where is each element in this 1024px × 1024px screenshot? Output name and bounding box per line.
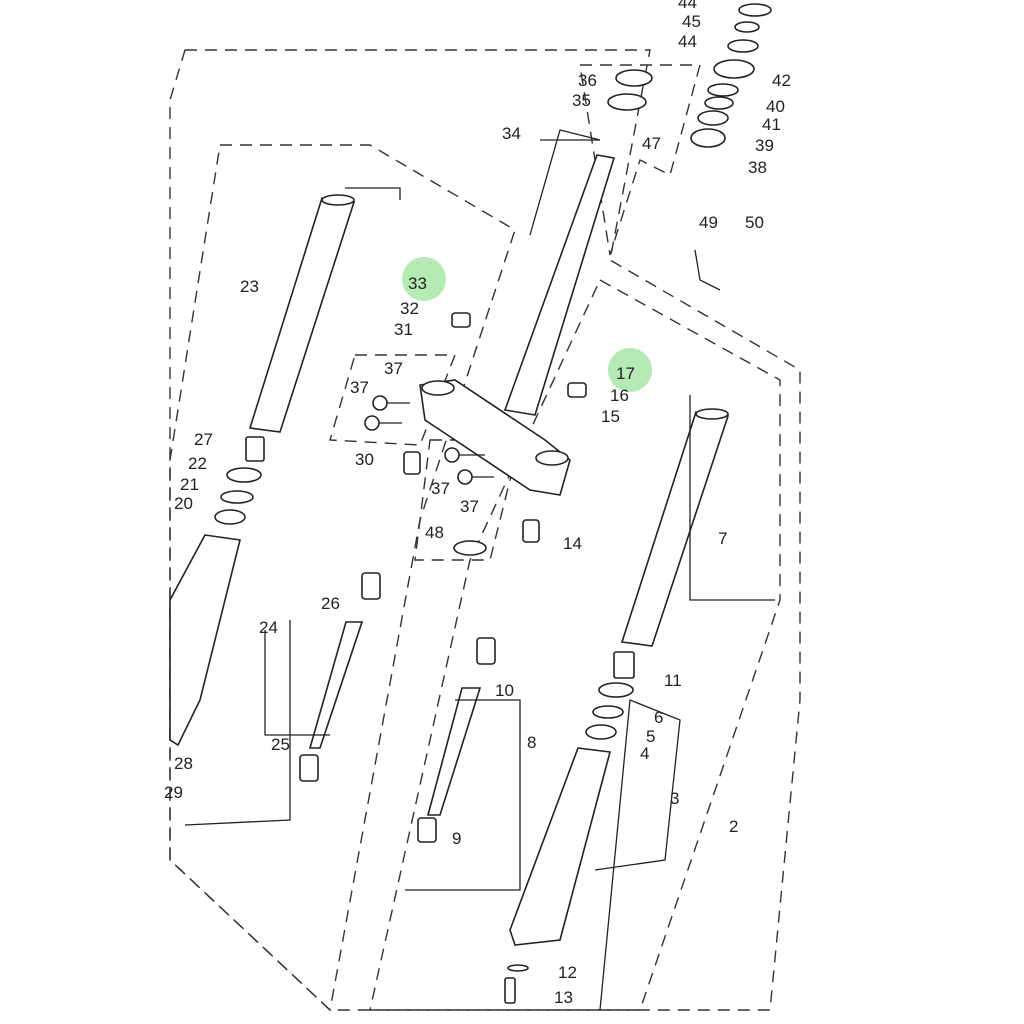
part-label-44: 44 (678, 32, 697, 51)
part-label-50: 50 (745, 213, 764, 232)
part-label-8: 8 (527, 733, 536, 752)
part-label-13: 13 (554, 988, 573, 1007)
bracket-left-hole (421, 380, 455, 396)
right-fork-boundary (369, 279, 781, 1011)
part-label-12: 12 (558, 963, 577, 982)
part-label-30: 30 (355, 450, 374, 469)
springs (299, 312, 587, 843)
right-damper-rod (426, 687, 482, 816)
part-label-42: 42 (772, 71, 791, 90)
part-label-22: 22 (188, 454, 207, 473)
part-label-27: 27 (194, 430, 213, 449)
part-label-6: 6 (654, 708, 663, 727)
highlight-17 (608, 348, 652, 392)
part-label-15: 15 (601, 407, 620, 426)
seals (214, 436, 635, 740)
right-outer-tube (509, 747, 612, 946)
part-label-37: 37 (431, 479, 450, 498)
part-label-28: 28 (174, 754, 193, 773)
part-label-25: 25 (271, 735, 290, 754)
part-label-2: 2 (729, 817, 738, 836)
part-label-24: 24 (259, 618, 278, 637)
part-label-48: 48 (425, 523, 444, 542)
bearing-stack (607, 3, 772, 148)
part-label-38: 38 (748, 158, 767, 177)
part-label-21: 21 (180, 475, 199, 494)
part-label-31: 31 (394, 320, 413, 339)
part-label-33: 33 (408, 274, 427, 293)
left-outer-tube (169, 534, 241, 747)
bracket-right-hole (535, 450, 569, 466)
right-tube-top (695, 408, 729, 420)
left-tube-top (321, 194, 355, 206)
part-label-37: 37 (350, 378, 369, 397)
highlight-33 (402, 257, 446, 301)
bolts (364, 395, 529, 1004)
right-inner-tube (620, 411, 730, 647)
part-label-17: 17 (616, 364, 635, 383)
part-label-11: 11 (664, 671, 682, 690)
part-label-47: 47 (642, 134, 661, 153)
part-label-16: 16 (610, 386, 629, 405)
part-label-23: 23 (240, 277, 259, 296)
part-label-36: 36 (578, 71, 597, 90)
part-label-32: 32 (400, 299, 419, 318)
outer-boundary (169, 49, 801, 1011)
part-label-14: 14 (563, 534, 582, 553)
under-bracket (419, 379, 571, 496)
part-label-34: 34 (502, 124, 521, 143)
bolt-boundary-left (329, 354, 457, 446)
part-label-4: 4 (640, 744, 649, 763)
part-label-7: 7 (718, 529, 727, 548)
left-inner-tube (248, 197, 356, 433)
stem-boundary (579, 64, 701, 256)
part-label-9: 9 (452, 829, 461, 848)
part-label-26: 26 (321, 594, 340, 613)
part-label-41: 41 (762, 115, 781, 134)
part-label-35: 35 (572, 91, 591, 110)
part-label-40: 40 (766, 97, 785, 116)
leader-lines (184, 129, 775, 1011)
steering-stem (503, 154, 616, 416)
part-label-29: 29 (164, 783, 183, 802)
part-label-39: 39 (755, 136, 774, 155)
part-label-37: 37 (460, 497, 479, 516)
part-label-37: 37 (384, 359, 403, 378)
part-label-44: 44 (678, 0, 697, 12)
left-damper-rod (308, 621, 364, 749)
part-label-45: 45 (682, 12, 701, 31)
part-label-10: 10 (495, 681, 514, 700)
part-label-49: 49 (699, 213, 718, 232)
part-label-3: 3 (670, 789, 679, 808)
part-label-20: 20 (174, 494, 193, 513)
part-label-5: 5 (646, 727, 655, 746)
